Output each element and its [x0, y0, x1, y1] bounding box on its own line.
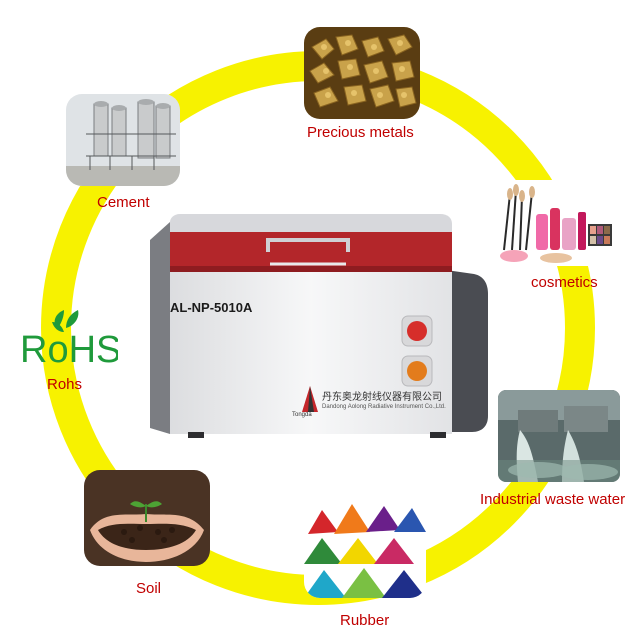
machine-model-label: AL-NP-5010A [170, 300, 253, 315]
machine-company-cn: 丹东奥龙射线仪器有限公司 [322, 392, 442, 403]
label-rohs: Rohs [47, 376, 83, 393]
cement-image [66, 94, 180, 186]
rubber-image [304, 498, 426, 598]
label-cement: Cement [97, 194, 150, 211]
label-rubber: Rubber [340, 612, 390, 629]
machine-company-en: Dandong Aolong Radiative Instrument Co.,… [322, 404, 446, 410]
label-soil: Soil [136, 580, 162, 597]
soil-image [84, 470, 210, 566]
rohs-logo-text: RoHS [20, 329, 118, 368]
cosmetics-image [496, 180, 618, 266]
rohs-logo: RoHS [18, 306, 121, 373]
machine-logo-text: Tongda [292, 412, 312, 418]
label-cosmetics: cosmetics [531, 274, 598, 291]
industrial-waste-water-image [498, 390, 620, 482]
precious-metals-image [304, 27, 420, 119]
xrf-analyzer-machine: AL-NP-5010A Tongda 丹东奥龙射线仪器有限公司 Dandong … [150, 210, 490, 440]
label-precious-metals: Precious metals [307, 124, 414, 141]
label-industrial-waste-water: Industrial waste water [480, 491, 626, 508]
